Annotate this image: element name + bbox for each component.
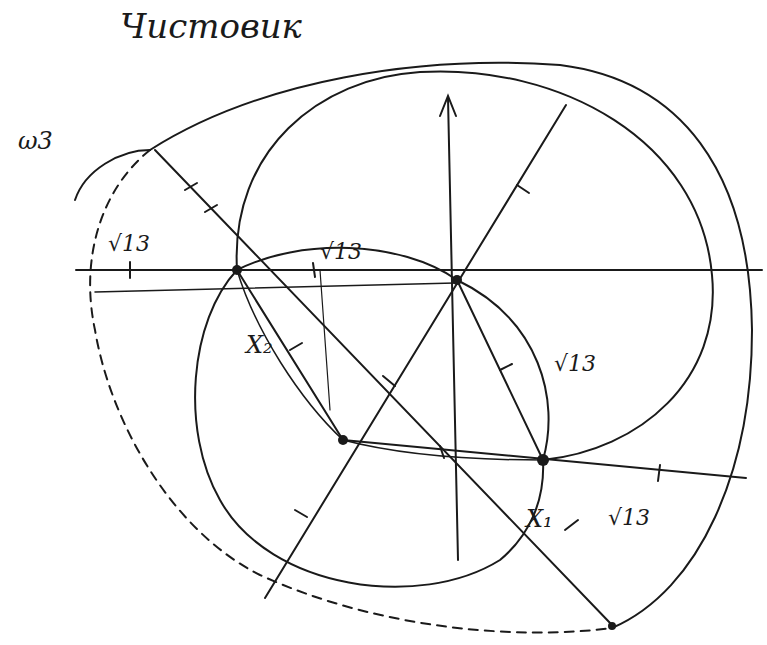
outer-curve-dashed [90,150,612,633]
point-label: X₁ [524,506,555,532]
circle-arc [237,71,713,460]
circle-arc [237,270,543,460]
outer-curve [150,63,752,628]
aux-line [95,283,455,292]
y-axis [448,98,458,560]
length-label: √13 [606,506,652,530]
secant-line [265,105,566,598]
arrow-head [440,96,456,116]
secant-line [155,150,612,625]
length-label: √13 [106,232,152,256]
x-axis [76,269,762,271]
segment [457,280,543,460]
outer-curve [75,150,150,200]
circle-arc [195,270,543,587]
length-label: √13 [552,352,598,376]
segment [237,270,343,440]
circle-arc [457,280,549,460]
note-title: Чистовик [118,8,304,45]
length-label: √13 [318,240,364,264]
curve-name: ω3 [16,128,55,154]
segment [320,270,330,410]
point-label: X₂ [244,332,275,358]
segment [343,440,746,478]
